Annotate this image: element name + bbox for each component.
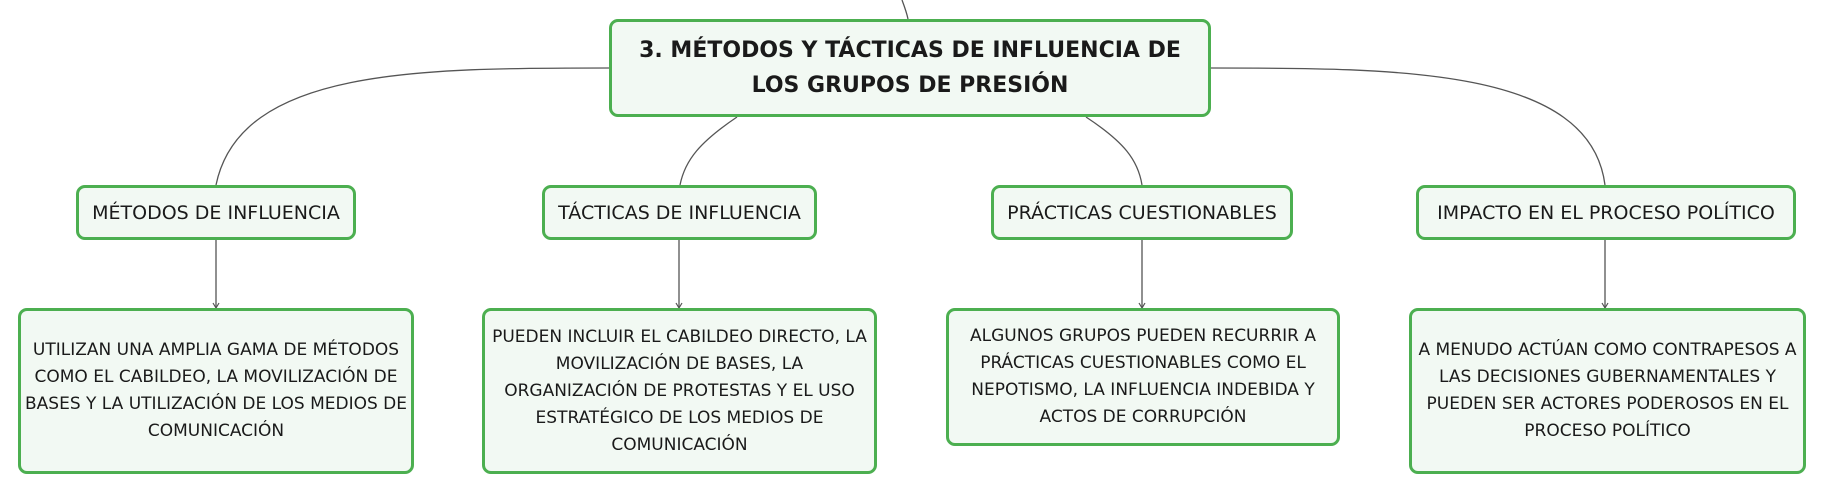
- detail-text: A MENUDO ACTÚAN COMO CONTRAPESOS A LAS D…: [1418, 340, 1797, 441]
- branch-title: PRÁCTICAS CUESTIONABLES: [1007, 201, 1277, 224]
- connector-root-to-branch-1: [215, 67, 610, 186]
- detail-text: PUEDEN INCLUIR EL CABILDEO DIRECTO, LA M…: [492, 326, 867, 455]
- detail-node-practicas[interactable]: ALGUNOS GRUPOS PUEDEN RECURRIR A PRÁCTIC…: [946, 308, 1340, 446]
- branch-title: TÁCTICAS DE INFLUENCIA: [558, 201, 801, 224]
- connector-root-to-branch-4: [1210, 67, 1606, 186]
- central-topic-node[interactable]: 3. MÉTODOS Y TÁCTICAS DE INFLUENCIA DE L…: [609, 19, 1211, 117]
- connector-root-to-branch-2: [679, 116, 738, 186]
- connector-to-parent: [901, 0, 909, 20]
- branch-node-impacto[interactable]: IMPACTO EN EL PROCESO POLÍTICO: [1416, 185, 1796, 240]
- connector-root-to-branch-3: [1085, 116, 1143, 186]
- detail-node-impacto[interactable]: A MENUDO ACTÚAN COMO CONTRAPESOS A LAS D…: [1409, 308, 1806, 474]
- branch-node-practicas[interactable]: PRÁCTICAS CUESTIONABLES: [991, 185, 1293, 240]
- detail-text: ALGUNOS GRUPOS PUEDEN RECURRIR A PRÁCTIC…: [969, 326, 1316, 427]
- branch-title: MÉTODOS DE INFLUENCIA: [92, 201, 340, 224]
- branch-title: IMPACTO EN EL PROCESO POLÍTICO: [1437, 201, 1775, 224]
- branch-node-tacticas[interactable]: TÁCTICAS DE INFLUENCIA: [542, 185, 817, 240]
- detail-node-tacticas[interactable]: PUEDEN INCLUIR EL CABILDEO DIRECTO, LA M…: [482, 308, 877, 474]
- central-topic-text: 3. MÉTODOS Y TÁCTICAS DE INFLUENCIA DE L…: [639, 38, 1181, 98]
- detail-node-metodos[interactable]: UTILIZAN UNA AMPLIA GAMA DE MÉTODOS COMO…: [18, 308, 414, 474]
- detail-text: UTILIZAN UNA AMPLIA GAMA DE MÉTODOS COMO…: [25, 340, 407, 441]
- branch-node-metodos[interactable]: MÉTODOS DE INFLUENCIA: [76, 185, 356, 240]
